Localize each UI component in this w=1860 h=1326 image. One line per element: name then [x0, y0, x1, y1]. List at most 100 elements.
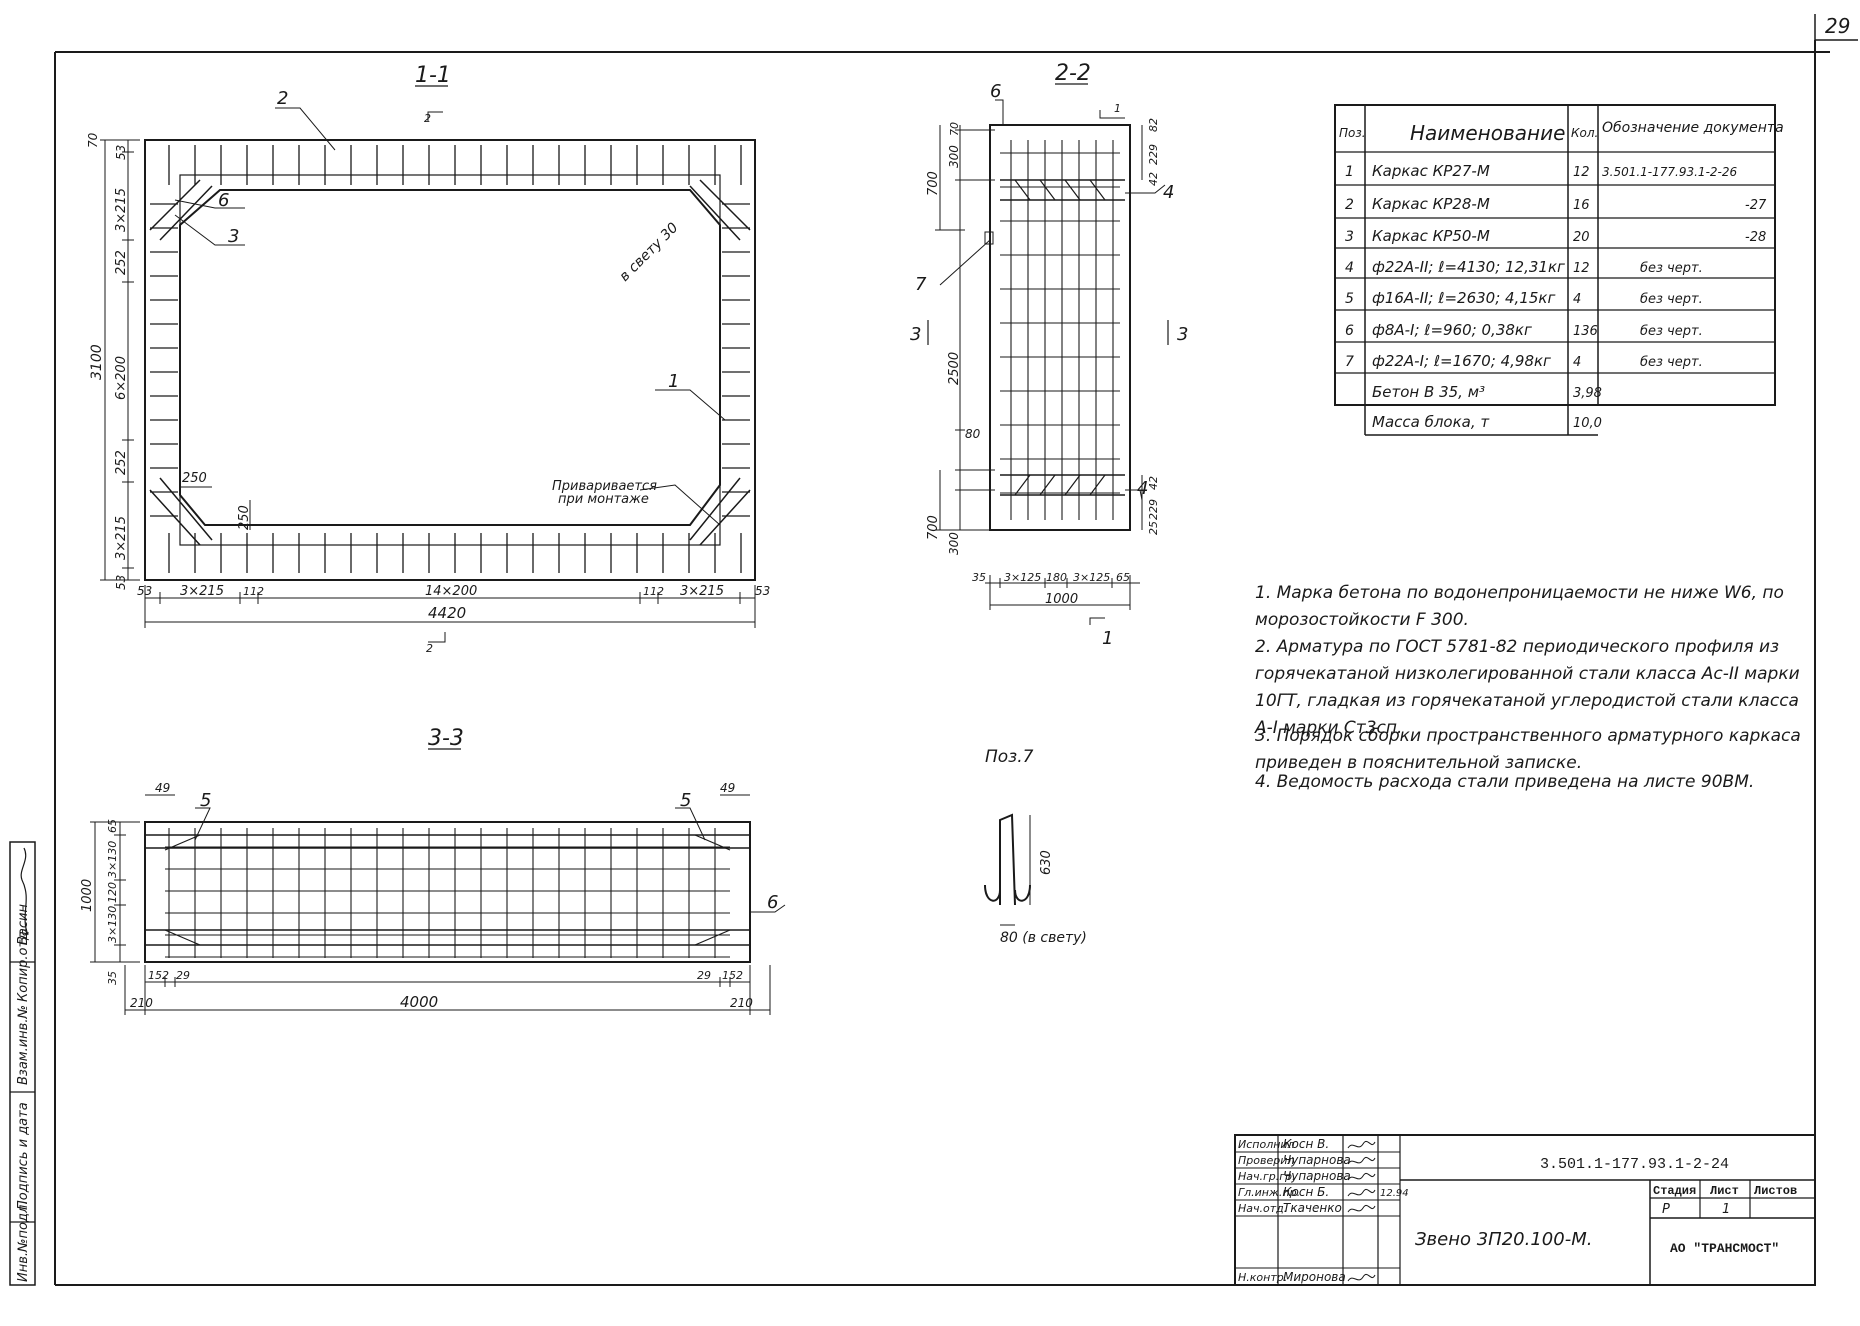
callout-7: 7	[915, 274, 927, 295]
dim-3-3-1000: 1000	[80, 879, 95, 912]
callout-4-bottom: 4	[1137, 478, 1148, 499]
role-4: Нач.отд.	[1238, 1202, 1287, 1215]
section-mark-2-top: 2	[424, 112, 431, 125]
section-mark-3-left: 3	[910, 324, 921, 345]
dim-left-252a: 252	[114, 250, 129, 275]
dim-bottom-53b: 53	[755, 584, 770, 598]
header-name: Наименование	[1410, 121, 1565, 145]
section-title-2-2: 2-2	[1055, 61, 1091, 86]
dim-3-3-49b: 49	[720, 781, 735, 795]
dim-2-2-300a: 300	[947, 145, 961, 168]
spec-cell-r4-c3: без черт.	[1640, 292, 1703, 307]
spec-cell-r1-c2: 16	[1573, 198, 1590, 213]
spec-cell-r1-c1: Каркас КР28-М	[1372, 195, 1490, 213]
strip-signature	[20, 847, 29, 936]
dim-2-2-2500: 2500	[947, 352, 962, 385]
pos7-bar-shape	[984, 813, 1031, 906]
spec-cell-r2-c3: -28	[1745, 230, 1766, 245]
name-0: Косн В.	[1283, 1137, 1329, 1151]
pos7-detail: Поз.7 630 80 (в свету)	[984, 747, 1087, 946]
note-3: 3. Порядок сборки пространственного арма…	[1255, 726, 1801, 773]
dim-3-3-120: 120	[106, 882, 119, 903]
spec-cell-r0-c1: Каркас КР27-М	[1372, 162, 1490, 180]
strip-inv-label: Инв.№подл.	[16, 1201, 31, 1282]
dim-3-3-29a: 29	[176, 969, 190, 982]
dim-bottom-112a: 112	[243, 585, 264, 598]
bottom-wall-cage	[150, 533, 750, 573]
section-title-1-1: 1-1	[415, 63, 451, 88]
section-title-3-3: 3-3	[428, 726, 464, 751]
spec-cell-r2-c1: Каркас КР50-М	[1372, 227, 1490, 245]
dim-2-2-1000: 1000	[1045, 592, 1078, 607]
spec-cell-r1-c3: -27	[1745, 198, 1767, 213]
dim-3-3-152a: 152	[148, 969, 169, 982]
dim-2-2-3x125a: 3×125	[1004, 571, 1041, 584]
page-number: 29	[1825, 14, 1850, 38]
dim-2-2-82: 82	[1147, 118, 1160, 132]
view-3-3: 3-3 5 5 6 49 49 65 3×130 120 3×130 35 10…	[80, 726, 786, 1015]
dim-width-4420: 4420	[428, 604, 466, 622]
sheets-label: Листов	[1754, 1184, 1797, 1198]
role-3: Гл.инж.пр.	[1238, 1186, 1300, 1199]
callout-5-left: 5	[200, 790, 211, 811]
spec-cell-r6-c3: без черт.	[1640, 355, 1703, 370]
role-1: Проверил	[1238, 1154, 1294, 1167]
dim-2-2-700a: 700	[926, 171, 941, 196]
dim-3-3-4000: 4000	[400, 993, 438, 1011]
doc-code: 3.501.1-177.93.1-2-24	[1540, 1156, 1729, 1173]
section-mark-1-top: 1	[1114, 102, 1121, 115]
sheet-value: 1	[1722, 1202, 1730, 1217]
dim-250: 250	[182, 471, 207, 486]
header-doc: Обозначение документа	[1602, 120, 1784, 136]
dim-2-2-229b: 229	[1147, 499, 1160, 520]
dim-3-3-65: 65	[106, 819, 119, 833]
left-strip: Инв.№подл. Подпись и дата Взам.инв.№ Коп…	[9, 841, 36, 1286]
left-wall-cage	[150, 190, 178, 530]
dim-height-3100: 3100	[89, 344, 105, 380]
weld-note-2: при монтаже	[558, 492, 649, 507]
name-1: Чупарнова	[1283, 1153, 1351, 1167]
dim-3-3-49a: 49	[155, 781, 170, 795]
spec-cell-r0-c0: 1	[1345, 164, 1354, 180]
cage-grid-3-3	[165, 828, 730, 958]
spec-table: Поз. Наименование Кол. Обозначение докум…	[1334, 104, 1784, 436]
dim-2-2-42a: 42	[1147, 172, 1160, 186]
dim-2-2-70: 70	[948, 122, 961, 136]
dim-3-3-152b: 152	[722, 969, 743, 982]
sheet-label: Лист	[1710, 1184, 1739, 1198]
org-name: АО "ТРАНСМОСТ"	[1670, 1241, 1779, 1256]
block-outline-1-1	[144, 139, 756, 581]
dim-3-3-3x130b: 3×130	[106, 906, 119, 943]
dim-left-53b: 53	[114, 575, 128, 590]
cage-grid-2-2	[1000, 140, 1120, 520]
dim-3-3-210a: 210	[130, 996, 153, 1010]
view-2-2: 2-2 1 1 3 3 6 4 7 4	[910, 61, 1188, 649]
spec-cell-r4-c1: ф16А-II; ℓ=2630; 4,15кг	[1372, 289, 1555, 307]
dim-left-6x200: 6×200	[114, 356, 129, 400]
spec-cell-r1-c0: 2	[1345, 197, 1354, 213]
dim-3-3-35: 35	[106, 971, 119, 985]
spec-cell-r3-c0: 4	[1345, 260, 1354, 276]
callout-3: 3	[228, 226, 239, 247]
spec-cell-r7-c1: Бетон В 35, м³	[1372, 383, 1485, 401]
dim-left-252b: 252	[114, 450, 129, 475]
dim-3-3-29b: 29	[697, 969, 711, 982]
dim-2-2-700b: 700	[926, 515, 941, 540]
header-pos: Поз.	[1339, 126, 1366, 140]
sign-date: 12.94	[1380, 1188, 1409, 1199]
dim-2-2-80: 80	[965, 427, 981, 441]
callout-1: 1	[668, 371, 679, 392]
dim-2-2-180: 180	[1046, 571, 1067, 584]
spec-cell-r2-c2: 20	[1573, 230, 1590, 245]
dim-left-70: 70	[86, 132, 100, 148]
callout-4-top: 4	[1163, 182, 1174, 203]
callout-6-3-3: 6	[767, 892, 778, 913]
note-4: 4. Ведомость расхода стали приведена на …	[1255, 772, 1755, 792]
spec-cell-r5-c0: 6	[1345, 323, 1354, 339]
strip-replace-label: Взам.инв.№	[16, 1005, 31, 1085]
callout-6-2-2: 6	[990, 81, 1001, 102]
block-outline-3-3	[144, 821, 751, 963]
pos7-title: Поз.7	[985, 747, 1034, 767]
callout-2: 2	[277, 88, 288, 109]
